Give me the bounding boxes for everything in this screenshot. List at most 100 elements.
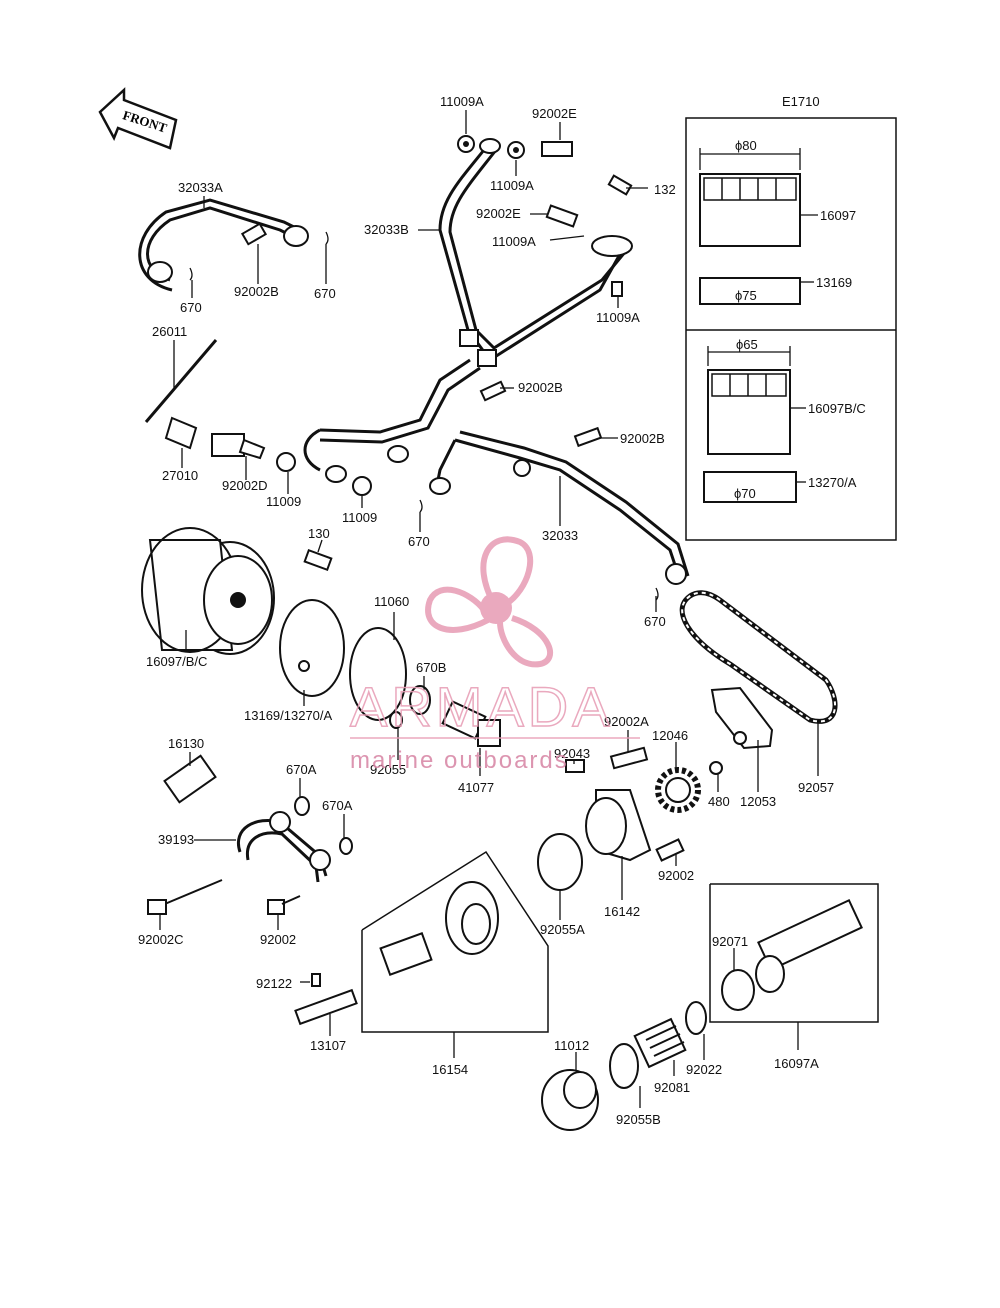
inset-top-filter-part: 16097	[820, 208, 856, 223]
label-11009A: 11009A	[596, 310, 640, 325]
filter-plate	[349, 627, 407, 721]
label-92002A: 92002A	[604, 714, 649, 729]
o-ring-icon	[609, 1043, 639, 1089]
label-27010: 27010	[162, 468, 198, 483]
filter-spec-inset: ϕ80 16097 13169 ϕ75 ϕ65 16097B/C	[685, 117, 897, 541]
label-92057: 92057	[798, 780, 834, 795]
part-labels: 11009A 92002E 11009A 132 92002E 11009A 1…	[138, 94, 834, 1127]
o-ring-icon	[409, 685, 431, 715]
oil-pipe-32033a	[138, 198, 309, 292]
label-16130: 16130	[168, 736, 204, 751]
label-92002E: 92002E	[476, 206, 521, 221]
nut-icon	[709, 761, 723, 775]
label-92081: 92081	[654, 1080, 690, 1095]
gasket-icon	[699, 277, 801, 305]
label-92002: 92002	[658, 868, 694, 883]
label-39193: 39193	[158, 832, 194, 847]
relief-plug	[541, 1069, 599, 1131]
inset-bottom-filter-part: 16097B/C	[808, 401, 866, 416]
label-16097BC: 16097/B/C	[146, 654, 207, 669]
oil-pump-body	[537, 746, 685, 891]
label-92002B: 92002B	[234, 284, 279, 299]
label-41077: 41077	[458, 780, 494, 795]
leader-lines	[159, 110, 819, 1108]
inset-top-dia-bottom: ϕ75	[735, 288, 757, 303]
label-11009A: 11009A	[490, 178, 534, 193]
drive-chain	[679, 590, 838, 724]
label-92071: 92071	[712, 934, 748, 949]
fitting-16130	[163, 754, 217, 804]
label-13107: 13107	[310, 1038, 346, 1053]
label-670: 670	[644, 614, 666, 629]
bolt-icon	[303, 548, 333, 572]
bolt-icon	[573, 426, 603, 448]
label-92055B: 92055B	[616, 1112, 661, 1127]
oil-filter-assembly	[141, 527, 275, 655]
spring-icon	[633, 1017, 687, 1069]
bolt-icon	[541, 141, 573, 157]
o-ring-icon	[419, 499, 423, 513]
oil-pipe-32033	[429, 430, 690, 585]
label-92055: 92055	[370, 762, 406, 777]
o-ring-icon	[325, 231, 329, 245]
inset-top-dia-top: ϕ80	[735, 138, 757, 153]
washer-icon	[685, 1001, 707, 1035]
label-32033A: 32033A	[178, 180, 223, 195]
label-92002C: 92002C	[138, 932, 184, 947]
oil-filter-icon	[699, 173, 801, 247]
label-92002D: 92002D	[222, 478, 268, 493]
inset-bottom-gasket-part: 13270/A	[808, 475, 857, 490]
label-92022: 92022	[686, 1062, 722, 1077]
o-ring-icon	[389, 711, 403, 729]
pump-rotor-group	[361, 850, 549, 1033]
inset-bottom-dia-bottom: ϕ70	[734, 486, 756, 501]
label-11012: 11012	[554, 1038, 589, 1053]
gasket-small-icon	[703, 471, 797, 503]
label-16142: 16142	[604, 904, 640, 919]
label-32033: 32033	[542, 528, 578, 543]
label-92122: 92122	[256, 976, 292, 991]
watermark-brand: ARMADA	[350, 675, 614, 738]
bolt-icon	[545, 204, 579, 228]
label-92002B: 92002B	[518, 380, 563, 395]
label-16097A: 16097A	[774, 1056, 819, 1071]
label-32033B: 32033B	[364, 222, 409, 237]
watermark-tagline: marine outboards	[350, 747, 569, 774]
armada-watermark: ARMADA marine outboards	[349, 536, 640, 774]
label-670A: 670A	[322, 798, 353, 813]
label-92002: 92002	[260, 932, 296, 947]
sprocket-icon	[655, 767, 701, 813]
label-16154: 16154	[432, 1062, 468, 1077]
pump-shaft	[294, 973, 358, 1026]
oil-pipe-39193	[147, 796, 353, 915]
label-13169-13270A: 13169/13270/A	[244, 708, 333, 723]
washer-icon	[611, 281, 623, 297]
oil-pressure-switch	[144, 339, 266, 460]
label-670B: 670B	[416, 660, 446, 675]
washer-icon	[352, 476, 372, 496]
label-670A: 670A	[286, 762, 317, 777]
label-11009: 11009	[266, 494, 301, 509]
diagram-code: E1710	[782, 94, 820, 109]
label-670: 670	[408, 534, 430, 549]
o-ring-icon	[189, 267, 193, 281]
bolt-icon	[607, 174, 633, 196]
label-12053: 12053	[740, 794, 776, 809]
inset-bottom-dia-top: ϕ65	[736, 337, 758, 352]
oil-filter-small-icon	[707, 369, 791, 455]
front-arrow-icon: FRONT	[98, 87, 178, 150]
label-11009A: 11009A	[440, 94, 484, 109]
label-130: 130	[308, 526, 330, 541]
washer-icon	[276, 452, 296, 472]
label-11060: 11060	[374, 594, 409, 609]
label-26011: 26011	[152, 324, 187, 339]
chain-guide	[710, 686, 774, 750]
label-670: 670	[314, 286, 336, 301]
label-670: 670	[180, 300, 202, 315]
label-11009: 11009	[342, 510, 377, 525]
bolt-icon	[479, 380, 507, 402]
relief-valve-group	[709, 883, 879, 1023]
label-132: 132	[654, 182, 676, 197]
label-92002B: 92002B	[620, 431, 665, 446]
